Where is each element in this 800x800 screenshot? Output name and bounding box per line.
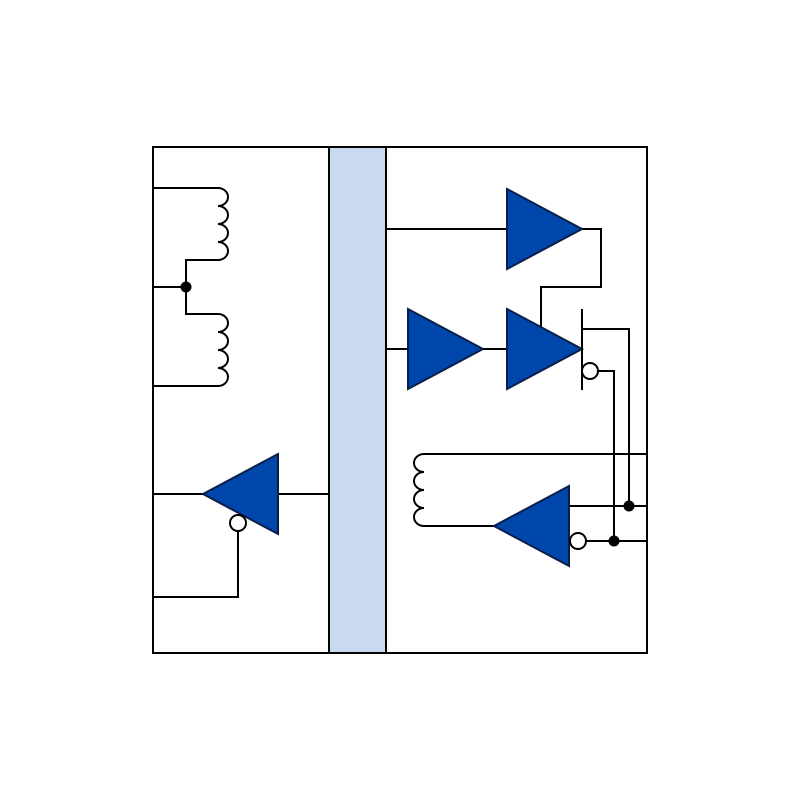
upper-output-junction bbox=[623, 500, 635, 512]
bottom-enable-bubble bbox=[569, 532, 587, 550]
central-bus-bar bbox=[328, 146, 387, 654]
right-panel bbox=[386, 187, 647, 568]
upper-output-wire bbox=[582, 328, 647, 507]
lower-right-coil bbox=[413, 453, 647, 527]
upper-left-coil bbox=[153, 187, 229, 287]
center-tap-junction bbox=[180, 281, 192, 293]
output-inversion-bubble bbox=[581, 362, 599, 380]
left-panel bbox=[153, 187, 329, 598]
middle-buffer-1 bbox=[407, 307, 486, 391]
left-enable-bubble bbox=[229, 514, 247, 532]
top-output-feedback-wire bbox=[540, 228, 602, 327]
lower-left-coil bbox=[153, 287, 229, 387]
left-buffer bbox=[200, 452, 279, 536]
middle-buffer-2 bbox=[506, 307, 585, 391]
bottom-buffer bbox=[491, 484, 570, 568]
enable-wire bbox=[153, 531, 239, 598]
top-buffer bbox=[506, 187, 585, 271]
outer-frame bbox=[152, 146, 648, 654]
lower-output-wire bbox=[598, 370, 647, 542]
lower-output-junction bbox=[608, 535, 620, 547]
